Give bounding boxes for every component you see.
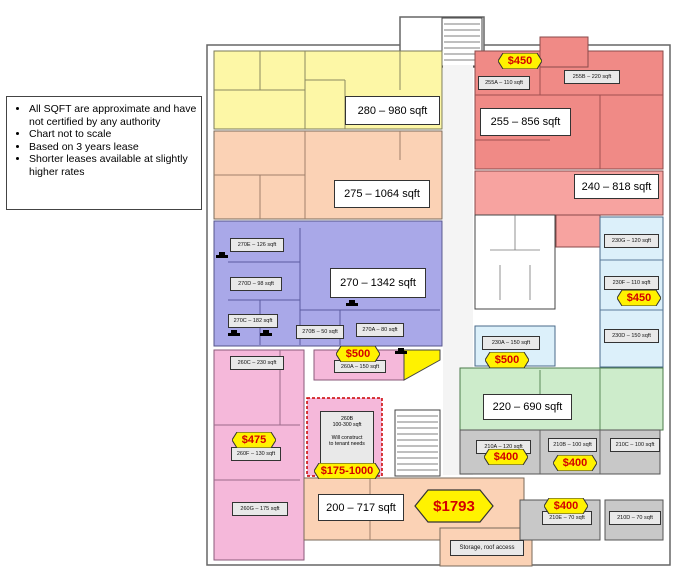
suite-label-270c: 270C – 182 sqft <box>228 314 278 328</box>
price-text: $500 <box>345 348 371 360</box>
suite-260b-number: 260B <box>340 416 354 422</box>
price-tag-255a: $450 <box>498 53 542 69</box>
price-text: $450 <box>626 292 652 304</box>
price-tag-shape <box>414 489 494 523</box>
price-tag-shape <box>484 449 528 465</box>
suite-label-230d: 230D – 150 sqft <box>604 329 659 343</box>
price-tag-260a: $500 <box>336 346 380 362</box>
unit-label-275: 275 – 1064 sqft <box>334 180 430 208</box>
restroom-fixtures <box>490 215 540 300</box>
suite-260b-note-2: to tenant needs <box>329 441 365 448</box>
north-stair-treads <box>444 23 480 61</box>
price-tag-210a: $400 <box>484 449 528 465</box>
sink-icon <box>216 252 407 354</box>
price-tag-shape <box>498 53 542 69</box>
suite-label-255a: 255A – 110 sqft <box>478 76 530 90</box>
suite-label-270d: 270D – 98 sqft <box>230 277 282 291</box>
unit-220-walls <box>539 368 601 430</box>
unit-label-280: 280 – 980 sqft <box>345 96 440 125</box>
suite-label-270b: 270B – 50 sqft <box>296 325 344 339</box>
suite-label-210b: 210B – 100 sqft <box>548 438 597 452</box>
suite-label-230f: 230F – 110 sqft <box>604 276 659 290</box>
unit-275-walls <box>214 131 401 219</box>
price-tag-shape <box>314 463 380 479</box>
suite-label-260f: 260F – 130 sqft <box>231 447 281 461</box>
price-tag-shape <box>553 455 597 471</box>
price-text: $400 <box>553 500 579 512</box>
price-text: $400 <box>562 457 588 469</box>
suite-label-260c: 260C – 230 sqft <box>230 356 284 370</box>
price-tag-260f: $475 <box>232 432 276 448</box>
price-tag-shape <box>485 352 529 368</box>
price-tag-210e: $400 <box>544 498 588 514</box>
south-stair-treads <box>397 415 438 471</box>
price-tag-230f: $450 <box>617 290 661 306</box>
price-text: $1793 <box>433 497 475 515</box>
suite-label-230g: 230G – 120 sqft <box>604 234 659 248</box>
suite-label-230a: 230A – 150 sqft <box>482 336 540 350</box>
unit-label-240: 240 – 818 sqft <box>574 174 659 199</box>
notes-box: All SQFT are approximate and have not ce… <box>6 96 202 210</box>
suite-260b-note-1: Will construct <box>331 434 363 441</box>
note-item: All SQFT are approximate and have not ce… <box>29 103 197 128</box>
price-tag-210b: $400 <box>553 455 597 471</box>
price-text: $450 <box>507 55 533 67</box>
unit-255b-area <box>539 36 589 68</box>
unit-280-walls <box>214 51 401 129</box>
south-stair <box>394 409 441 477</box>
price-tag-230a: $500 <box>485 352 529 368</box>
unit-240-side-area <box>555 214 601 248</box>
unit-230-walls <box>600 259 663 311</box>
unit-210-walls <box>539 430 601 474</box>
price-tag-shape <box>617 290 661 306</box>
unit-label-220: 220 – 690 sqft <box>483 394 572 420</box>
suite-label-260g: 260G – 175 sqft <box>232 502 288 516</box>
price-tag-200: $1793 <box>414 489 494 523</box>
suite-label-270a: 270A – 80 sqft <box>356 323 404 337</box>
suite-label-260b: 260B 100-300 sqft Will construct to tena… <box>320 411 374 465</box>
suite-label-270e: 270E – 126 sqft <box>230 238 284 252</box>
unit-label-255: 255 – 856 sqft <box>480 108 571 136</box>
price-tag-shape <box>232 432 276 448</box>
suite-label-255b: 255B – 220 sqft <box>564 70 620 84</box>
note-item: Chart not to scale <box>29 128 197 141</box>
price-tag-shape <box>544 498 588 514</box>
price-text: $475 <box>241 434 267 446</box>
suite-label-210d: 210D – 70 sqft <box>609 511 661 525</box>
note-item: Based on 3 years lease <box>29 141 197 154</box>
price-text: $500 <box>494 354 520 366</box>
storage-label: Storage, roof access <box>450 540 524 556</box>
unit-260a-yellow-corner <box>403 349 441 381</box>
price-text: $175-1000 <box>320 465 374 477</box>
note-item: Shorter leases available at slightly hig… <box>29 153 197 178</box>
unit-label-270: 270 – 1342 sqft <box>330 268 426 298</box>
price-tag-shape <box>336 346 380 362</box>
price-text: $400 <box>493 451 519 463</box>
price-tag-260b: $175-1000 <box>314 463 380 479</box>
suite-260b-size: 100-300 sqft <box>332 422 362 429</box>
suite-label-210c: 210C – 100 sqft <box>610 438 660 452</box>
unit-label-200: 200 – 717 sqft <box>318 494 404 521</box>
